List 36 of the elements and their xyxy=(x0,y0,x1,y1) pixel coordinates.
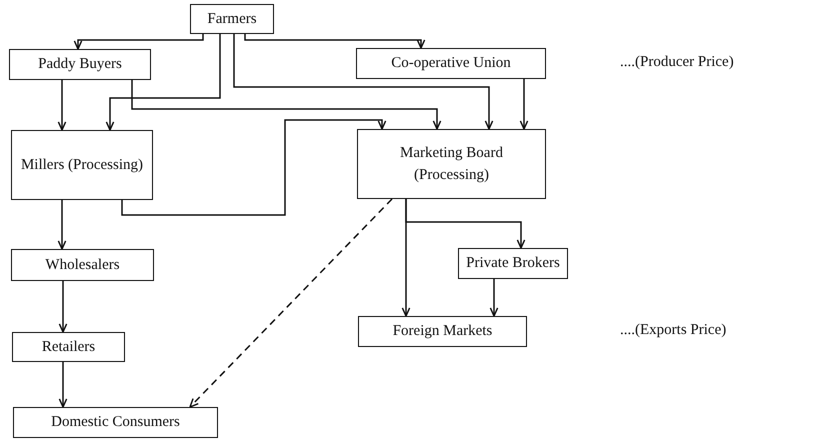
arrow xyxy=(490,279,498,317)
box-label: Marketing Board (Processing) xyxy=(399,144,504,185)
process-box xyxy=(356,48,546,79)
arrow xyxy=(520,79,528,130)
arrow xyxy=(244,34,426,49)
box-label: Retailers xyxy=(42,338,96,357)
box-label: Domestic Consumers xyxy=(51,413,180,432)
box-label: Paddy Buyers xyxy=(38,55,122,74)
process-box xyxy=(190,4,274,34)
dashed-arrow xyxy=(189,198,393,408)
arrow xyxy=(58,281,68,333)
process-box xyxy=(9,49,151,80)
process-box xyxy=(358,316,527,347)
box-label: Millers (Processing) xyxy=(20,156,144,175)
arrow xyxy=(58,80,66,131)
process-box xyxy=(11,130,153,200)
process-box xyxy=(357,129,546,199)
arrow xyxy=(58,200,66,250)
arrow xyxy=(58,362,68,408)
box-label: Farmers xyxy=(207,10,257,29)
arrow xyxy=(131,80,442,130)
arrow xyxy=(121,119,386,216)
box-label: Co-operative Union xyxy=(391,54,511,74)
process-box xyxy=(12,332,125,362)
process-box xyxy=(13,407,218,438)
arrow xyxy=(405,199,526,249)
arrow xyxy=(74,34,204,50)
box-label: Wholesalers xyxy=(45,256,120,275)
price-level-note: ....(Producer Price) xyxy=(620,54,734,71)
process-box xyxy=(11,249,154,281)
price-level-note: ....(Exports Price) xyxy=(620,322,726,339)
arrow xyxy=(106,34,221,131)
arrow xyxy=(233,34,494,130)
box-label: Foreign Markets xyxy=(392,322,492,342)
box-label: Private Brokers xyxy=(466,254,560,274)
process-box xyxy=(458,248,568,279)
